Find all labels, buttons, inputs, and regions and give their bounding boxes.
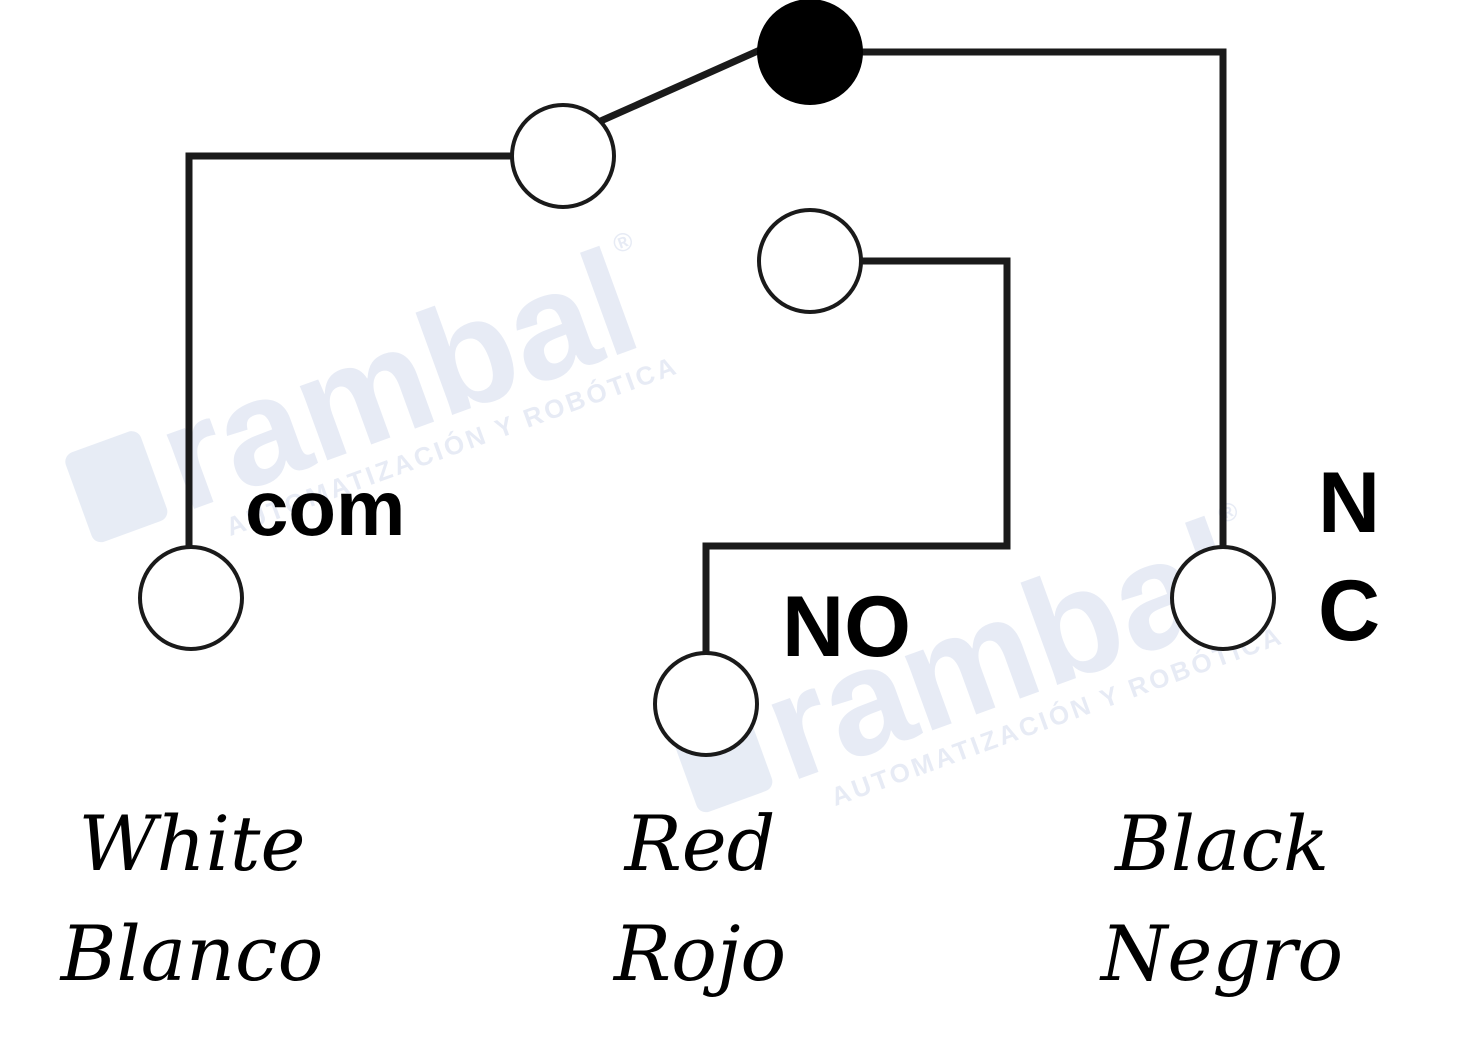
black-label-en: Black (1113, 799, 1329, 888)
watermark-emblem-icon (65, 431, 168, 543)
switch-pivot-dot (757, 0, 863, 105)
no-contact-circle (757, 208, 863, 314)
com-label: com (245, 464, 405, 552)
switch-lever (598, 45, 765, 125)
red-label-es: Rojo (612, 909, 786, 998)
black-terminal (1170, 545, 1276, 651)
nc-label-line1: N (1318, 455, 1380, 551)
com-contact-circle (510, 103, 616, 209)
white-terminal (138, 545, 244, 651)
white-label-es: Blanco (59, 909, 324, 998)
nc-label-line2: C (1318, 563, 1380, 659)
no-label: NO (782, 579, 911, 675)
white-label-en: White (79, 799, 306, 888)
black-label-es: Negro (1099, 909, 1343, 998)
com-wire (185, 152, 516, 551)
red-terminal (653, 651, 759, 757)
nc-wire (858, 48, 1227, 551)
no-wire (702, 257, 1011, 657)
red-label-en: Red (623, 799, 776, 888)
